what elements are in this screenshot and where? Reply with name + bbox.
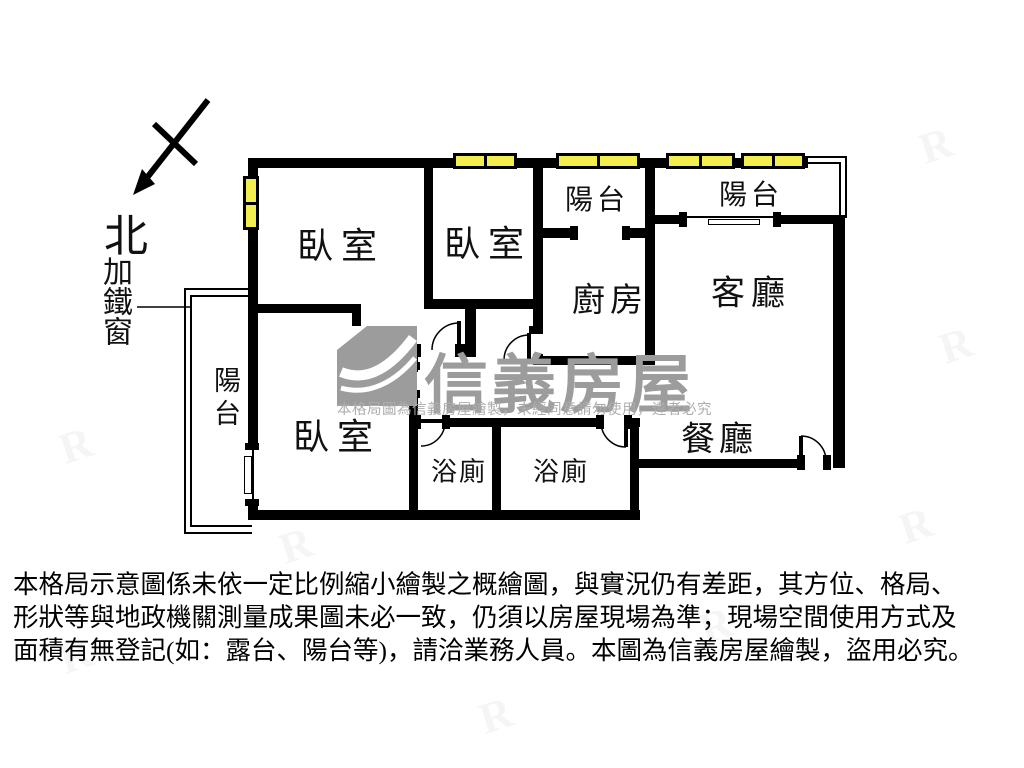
door-post (679, 212, 687, 227)
window (741, 153, 805, 169)
window (243, 176, 259, 230)
faint-watermark: R (913, 116, 959, 174)
room-label-bedroom-top-mid: 臥室 (443, 224, 533, 264)
wall-corridor-left (409, 394, 418, 426)
living-sliding-door (685, 216, 777, 218)
faint-watermark: R (53, 416, 99, 474)
room-label-bathroom-mid: 浴廁 (532, 457, 590, 487)
disclaimer-text: 本格局示意圖係未依一定比例縮小繪製之概繪圖，與實況仍有差距，其方位、格局、 形狀… (13, 568, 1013, 667)
wall-bedroom1-bottom (248, 304, 360, 313)
wall-kitchen-right (645, 158, 655, 363)
wall-top (248, 158, 808, 168)
wall-bath-left (409, 418, 418, 519)
faint-watermark: R (473, 686, 519, 744)
door-post (596, 415, 604, 429)
room-label-bathroom-left: 浴廁 (430, 457, 488, 487)
disclaimer-line-2: 形狀等與地政機關測量成果圖未必一致，仍須以房屋現場為準；現場空間使用方式及 (13, 603, 957, 632)
balcony-left-sliding-panel (244, 456, 252, 494)
balcony-left-thin-border (184, 288, 186, 534)
wall-kitchen-south (533, 356, 655, 365)
faint-watermark: R (933, 316, 979, 374)
balcony-right-thin-border (839, 162, 841, 218)
faint-watermark: R (893, 496, 939, 554)
wall-bath-top (446, 418, 602, 427)
wall-dining-west (630, 418, 639, 519)
door-post (823, 455, 831, 470)
door-post (773, 212, 781, 227)
door-post (529, 326, 543, 334)
door-post (622, 226, 630, 240)
wall-kitchen-balcony-divider (538, 228, 576, 238)
door-post (442, 415, 450, 429)
balcony-left-thin-border (190, 295, 192, 527)
room-label-balcony-right: 陽台 (718, 180, 784, 211)
wall-living-top (777, 215, 843, 224)
balcony-left-thin-border (190, 525, 252, 527)
north-arrowhead (133, 169, 155, 195)
door-post (570, 226, 578, 240)
balcony-right-thin-border (805, 162, 841, 164)
disclaimer-line-3: 面積有無登記(如：露台、陽台等)，請洽業務人員。本圖為信義房屋繪製，盜用必究。 (13, 636, 974, 665)
sinyi-brand-watermark: 信義房屋 (424, 350, 696, 421)
room-label-living-room: 客廳 (711, 275, 791, 313)
north-arrow (143, 98, 211, 181)
faint-watermark: R (273, 516, 319, 574)
room-label-bedroom-top-left: 臥室 (296, 226, 386, 266)
wall-kitchen-balcony-divider (628, 228, 652, 238)
room-label-balcony-left: 陽台 (210, 366, 240, 432)
wall-bedroom2-bottom (424, 299, 535, 309)
wall-dining-bottom (630, 459, 802, 468)
window (666, 153, 735, 169)
door-post (245, 499, 259, 506)
balcony-left-sliding-door (252, 448, 254, 502)
door-post (624, 415, 632, 429)
window (556, 153, 640, 169)
wall-living-right (833, 215, 845, 468)
balcony-left-thin-border (184, 288, 252, 290)
balcony-right-thin-border (805, 156, 847, 158)
window (453, 153, 517, 169)
room-label-balcony-mid: 陽台 (564, 185, 630, 216)
wall-shaft (465, 299, 476, 357)
room-label-kitchen: 廚房 (572, 283, 648, 319)
watermark-notice: 本格局圖為信義房屋繪製，未經同意請勿使用，違者必究 (337, 402, 712, 418)
wall-balcony-left-divider (248, 288, 258, 448)
balcony-left-thin-border (184, 532, 252, 534)
door-post (245, 443, 259, 450)
door-post (797, 455, 805, 470)
sinyi-logo-glyph (337, 326, 417, 393)
iron-window-label: 加鐵窗 (98, 256, 131, 346)
balcony-left-thin-border (190, 295, 252, 297)
living-sliding-panel (708, 219, 760, 225)
wall-living-top (650, 215, 685, 224)
north-label: 北 (104, 212, 148, 261)
room-label-bedroom-bottom: 臥室 (292, 417, 382, 457)
disclaimer-line-1: 本格局示意圖係未依一定比例縮小繪製之概繪圖，與實況仍有差距，其方位、格局、 (13, 570, 957, 599)
wall-bottom (248, 510, 640, 520)
wall-kitchen-left (533, 158, 543, 332)
sinyi-logo-watermark (337, 326, 417, 406)
wall-bedroom2-left (424, 158, 433, 309)
room-label-dining-room: 餐廳 (681, 421, 757, 459)
wall-bath-divider (492, 418, 501, 519)
balcony-right-thin-border (845, 156, 847, 218)
